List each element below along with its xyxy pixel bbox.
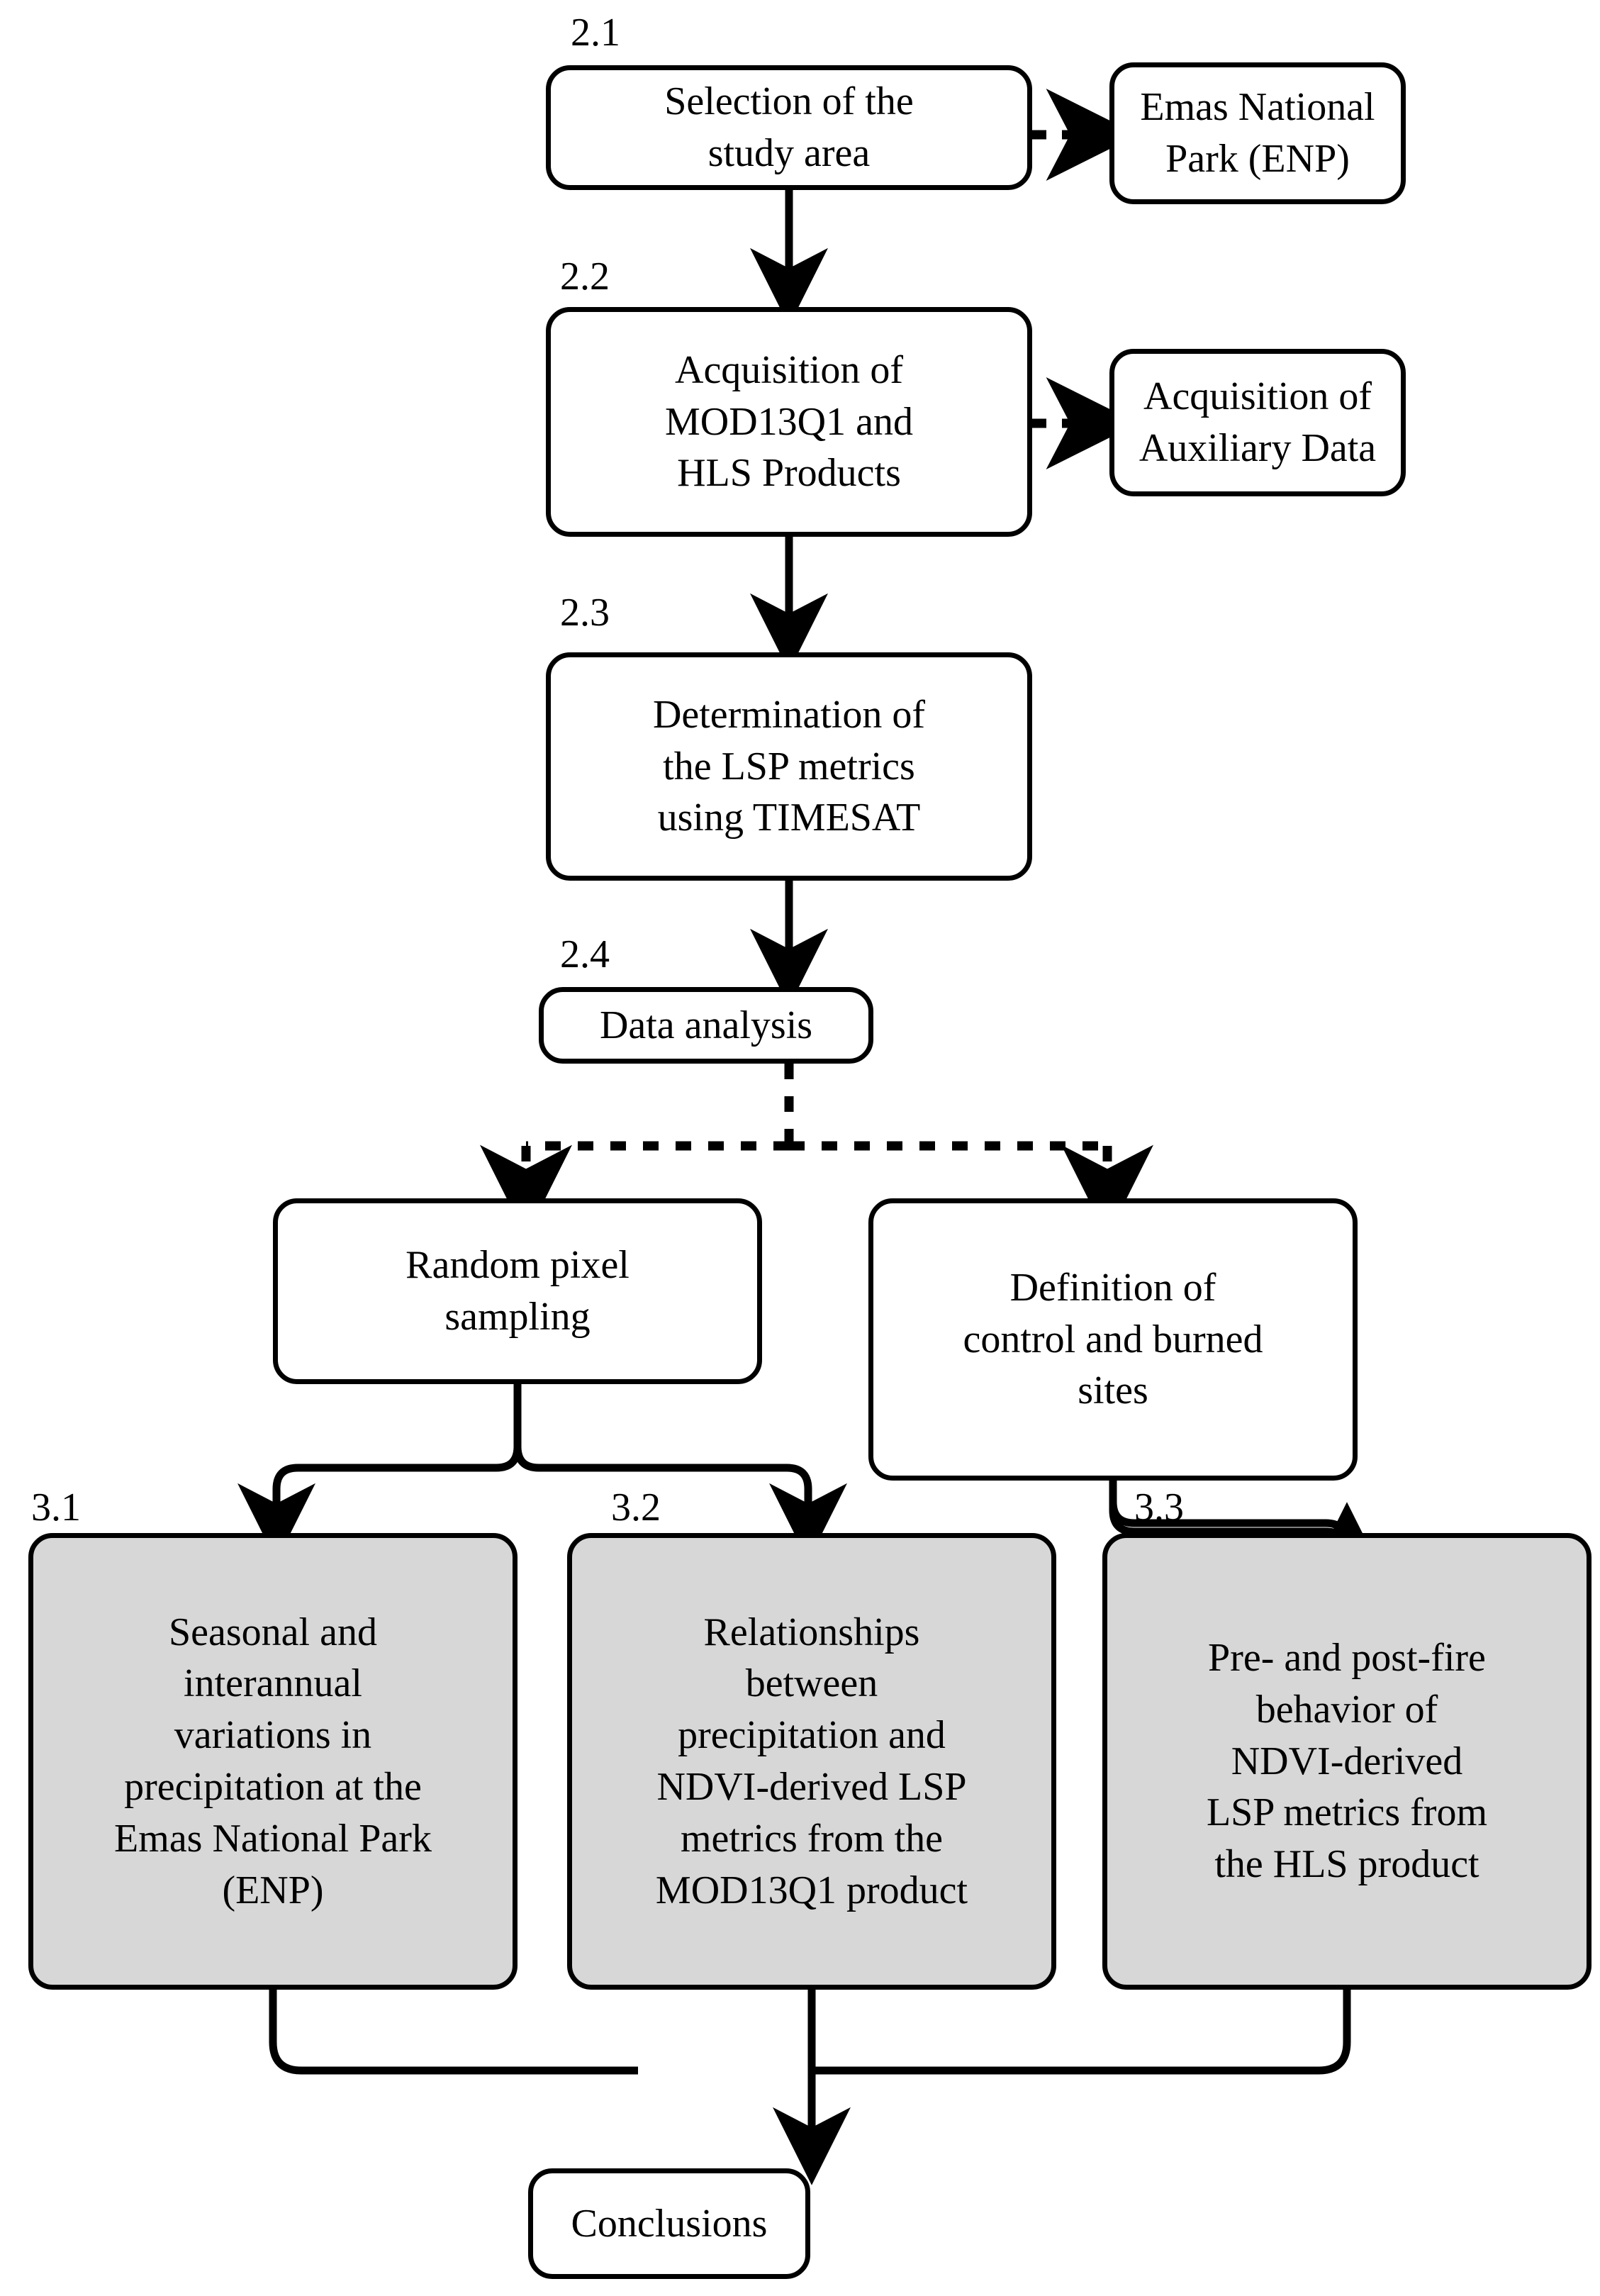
node-conclusions[interactable]: Conclusions [528,2168,810,2279]
node-result-relationships-precipitation-lsp[interactable]: Relationships between precipitation and … [567,1533,1056,1990]
section-label-3-1: 3.1 [31,1486,81,1529]
connector-data-analysis-branch [480,1064,1153,1237]
node-acquisition-of-products[interactable]: Acquisition of MOD13Q1 and HLS Products [546,307,1032,537]
node-result-seasonal-interannual-precipitation[interactable]: Seasonal and interannual variations in p… [28,1533,518,1990]
node-emas-national-park[interactable]: Emas National Park (ENP) [1109,62,1406,204]
section-label-2-1: 2.1 [571,11,620,55]
node-definition-of-control-and-burned-sites[interactable]: Definition of control and burned sites [868,1198,1358,1481]
node-acquisition-of-auxiliary-data[interactable]: Acquisition of Auxiliary Data [1109,349,1406,496]
node-result-pre-post-fire-behavior[interactable]: Pre- and post-fire behavior of NDVI-deri… [1102,1533,1591,1990]
connector-results-to-conclusions [269,1990,1351,2185]
section-label-3-3: 3.3 [1134,1486,1184,1529]
connector-random-pixel-split [237,1383,847,1561]
node-data-analysis[interactable]: Data analysis [539,987,873,1064]
section-label-2-3: 2.3 [560,591,610,635]
node-selection-of-study-area[interactable]: Selection of the study area [546,65,1032,190]
section-label-2-4: 2.4 [560,932,610,976]
section-label-3-2: 3.2 [611,1486,661,1529]
node-random-pixel-sampling[interactable]: Random pixel sampling [273,1198,762,1384]
node-determination-of-lsp-metrics[interactable]: Determination of the LSP metrics using T… [546,652,1032,881]
section-label-2-2: 2.2 [560,255,610,299]
